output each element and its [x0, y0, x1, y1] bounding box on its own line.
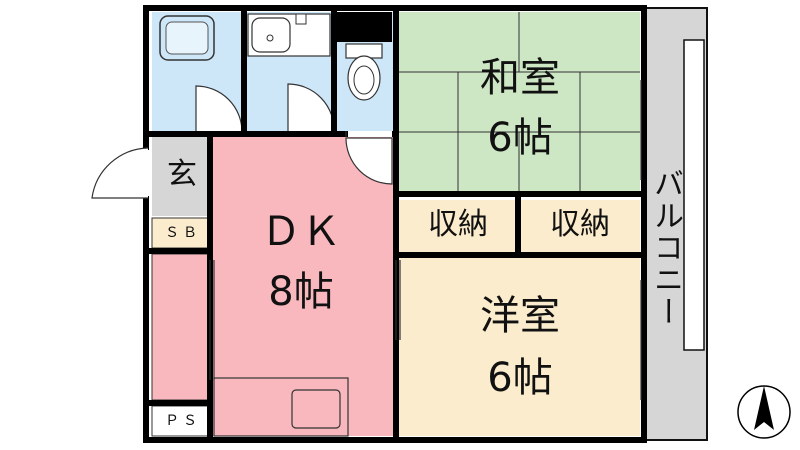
- dk-door-swing: [345, 137, 393, 185]
- storage-right: [520, 200, 640, 252]
- washitsu-size: 6帖: [487, 115, 553, 161]
- dk-size: 8帖: [268, 269, 334, 315]
- closet-left: [151, 253, 209, 401]
- storage-left-label: 収納: [428, 207, 488, 242]
- north-arrow-icon: [737, 385, 791, 439]
- washitsu-name: 和室: [480, 55, 560, 101]
- bathroom: [152, 12, 244, 133]
- storage-left: [398, 200, 516, 252]
- room-dk: [212, 136, 394, 437]
- toilet-room: [334, 12, 394, 132]
- shoebox-label: ＳＢ: [165, 225, 201, 241]
- yoshitsu-size: 6帖: [487, 355, 553, 401]
- balcony-label: バルコニー: [648, 168, 683, 328]
- toilet-icon: [347, 55, 381, 101]
- storage-right-label: 収納: [550, 207, 610, 242]
- genkan-label: 玄: [167, 157, 197, 192]
- genkan: [91, 136, 211, 249]
- entrance-door-swing: [91, 147, 149, 199]
- kitchen-sink-icon: [291, 389, 341, 429]
- balcony: [644, 7, 708, 441]
- dk-name: ＤＫ: [261, 209, 341, 255]
- washroom: [244, 12, 335, 133]
- yoshitsu-name: 洋室: [480, 293, 560, 339]
- room-yoshitsu: [398, 258, 640, 436]
- room-washitsu: [398, 12, 640, 192]
- pipe-space-label: ＰＳ: [165, 413, 201, 429]
